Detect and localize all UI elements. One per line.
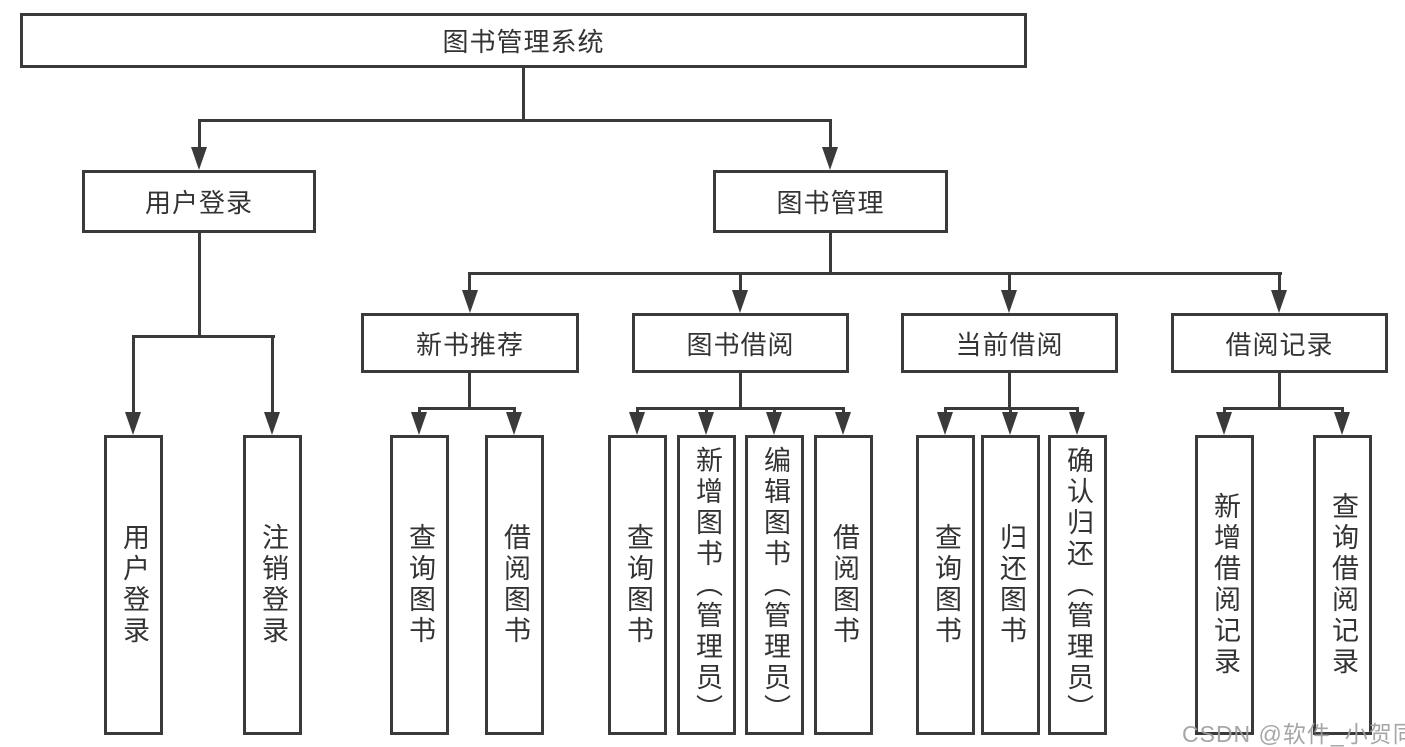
node-book-borrowing: 图书借阅 bbox=[632, 313, 849, 373]
connector-arrow-shaft bbox=[271, 337, 274, 416]
arrowhead-icon bbox=[937, 412, 953, 435]
leaf-borrow-books-recommend: 借阅图书 bbox=[485, 435, 544, 735]
arrowhead-icon bbox=[822, 147, 838, 170]
leaf-logout: 注销登录 bbox=[243, 435, 302, 735]
arrowhead-icon bbox=[1001, 290, 1017, 313]
connector-arrow-shaft bbox=[1278, 274, 1281, 293]
connector-hline bbox=[1223, 407, 1344, 410]
connector-arrow-shaft bbox=[705, 409, 708, 414]
connector-vline bbox=[468, 373, 471, 409]
leaf-edit-book-admin: 编辑图书（管理员） bbox=[745, 435, 804, 735]
connector-arrow-shaft bbox=[132, 337, 135, 416]
connector-vline bbox=[198, 233, 201, 337]
leaf-query-books-borrowing: 查询图书 bbox=[608, 435, 667, 735]
arrowhead-icon bbox=[835, 412, 851, 435]
arrowhead-icon bbox=[1002, 412, 1018, 435]
connector-vline bbox=[829, 233, 832, 274]
connector-arrow-shaft bbox=[829, 121, 832, 152]
arrowhead-icon bbox=[629, 412, 645, 435]
arrowhead-icon bbox=[766, 412, 782, 435]
node-current-borrowing: 当前借阅 bbox=[901, 313, 1118, 373]
arrowhead-icon bbox=[1216, 412, 1232, 435]
connector-hline bbox=[198, 119, 832, 122]
leaf-user-login: 用户登录 bbox=[104, 435, 163, 735]
arrowhead-icon bbox=[1334, 412, 1350, 435]
connector-arrow-shaft bbox=[944, 409, 947, 414]
connector-vline bbox=[522, 68, 525, 122]
leaf-query-borrow-record: 查询借阅记录 bbox=[1313, 435, 1372, 735]
connector-vline bbox=[1008, 373, 1011, 409]
arrowhead-icon bbox=[125, 412, 141, 435]
leaf-borrow-books-borrowing: 借阅图书 bbox=[814, 435, 873, 735]
connector-hline bbox=[132, 335, 275, 338]
connector-arrow-shaft bbox=[1009, 409, 1012, 414]
connector-vline bbox=[739, 373, 742, 409]
leaf-query-books-current: 查询图书 bbox=[916, 435, 975, 735]
arrowhead-icon bbox=[264, 412, 280, 435]
arrowhead-icon bbox=[1069, 412, 1085, 435]
node-borrowing-records: 借阅记录 bbox=[1171, 313, 1388, 373]
connector-arrow-shaft bbox=[1008, 274, 1011, 293]
connector-hline bbox=[468, 272, 1282, 275]
connector-arrow-shaft bbox=[1223, 409, 1226, 414]
connector-hline bbox=[636, 407, 845, 410]
arrowhead-icon bbox=[698, 412, 714, 435]
node-book-management: 图书管理 bbox=[713, 170, 948, 233]
connector-arrow-shaft bbox=[418, 409, 421, 414]
leaf-query-books-recommend: 查询图书 bbox=[390, 435, 449, 735]
leaf-confirm-return-admin: 确认归还（管理员） bbox=[1048, 435, 1107, 735]
node-new-book-recommendation: 新书推荐 bbox=[361, 313, 579, 373]
leaf-return-books: 归还图书 bbox=[981, 435, 1040, 735]
connector-arrow-shaft bbox=[468, 274, 471, 293]
node-user-login: 用户登录 bbox=[82, 170, 316, 233]
connector-arrow-shaft bbox=[773, 409, 776, 414]
connector-arrow-shaft bbox=[198, 121, 201, 152]
arrowhead-icon bbox=[732, 290, 748, 313]
leaf-add-book-admin: 新增图书（管理员） bbox=[677, 435, 736, 735]
node-library-management-system: 图书管理系统 bbox=[20, 13, 1027, 68]
arrowhead-icon bbox=[411, 412, 427, 435]
connector-arrow-shaft bbox=[1076, 409, 1079, 414]
arrowhead-icon bbox=[1271, 290, 1287, 313]
watermark: CSDN @软件_小贺同学 bbox=[1182, 721, 1405, 747]
connector-hline bbox=[944, 407, 1079, 410]
leaf-add-borrow-record: 新增借阅记录 bbox=[1195, 435, 1254, 735]
connector-arrow-shaft bbox=[513, 409, 516, 414]
arrowhead-icon bbox=[506, 412, 522, 435]
connector-arrow-shaft bbox=[1341, 409, 1344, 414]
connector-arrow-shaft bbox=[739, 274, 742, 293]
arrowhead-icon bbox=[462, 290, 478, 313]
connector-arrow-shaft bbox=[636, 409, 639, 414]
arrowhead-icon bbox=[191, 147, 207, 170]
connector-vline bbox=[1278, 373, 1281, 409]
connector-arrow-shaft bbox=[842, 409, 845, 414]
connector-hline bbox=[418, 407, 516, 410]
